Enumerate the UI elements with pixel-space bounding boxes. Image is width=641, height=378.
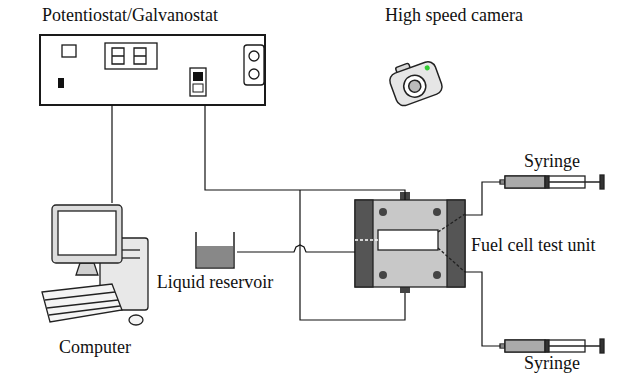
syringe-icon [500, 175, 604, 189]
potentiostat-device [193, 84, 203, 92]
potentiostat-box: Potentiostat/Galvanostat [40, 35, 265, 105]
potentiostat-device [134, 48, 146, 64]
fuel-cell-unit [355, 192, 465, 293]
node-label: Liquid reservoir [157, 273, 273, 293]
potentiostat-device [249, 69, 259, 79]
potentiostat-device [190, 68, 206, 96]
fuel-cell-unit [378, 230, 438, 250]
syringe-box: Syringe [505, 176, 612, 189]
wire [465, 182, 505, 215]
fuel-cell-unit [438, 214, 465, 272]
computer-icon [129, 315, 143, 325]
computer-icon [49, 306, 120, 315]
beaker [196, 232, 234, 268]
fuel-cell-unit [433, 208, 441, 216]
camera-icon [407, 79, 422, 94]
wire [205, 105, 405, 200]
camera-icon [386, 55, 444, 108]
syringe-icon [549, 181, 600, 182]
fuel-cell-unit [355, 200, 465, 287]
wire [237, 245, 355, 252]
beaker [197, 246, 233, 267]
computer-icon [58, 211, 116, 255]
syringe-icon [505, 176, 545, 188]
fuel-cell-unit [400, 287, 410, 293]
fuel-cell-unit [379, 271, 387, 279]
computer-icon [42, 284, 122, 322]
computer-icon [52, 205, 122, 263]
node-label: Potentiostat/Galvanostat [42, 6, 218, 26]
camera-box: High speed camera [388, 52, 442, 112]
fuel-cell-box: Fuel cell test unit [355, 200, 465, 287]
wire [111, 105, 112, 203]
computer-icon [47, 300, 118, 308]
reservoir-box: Liquid reservoir [195, 232, 237, 272]
node-label: Syringe [524, 354, 580, 374]
fuel-cell-unit [379, 208, 387, 216]
fuel-cell-unit [447, 200, 465, 287]
syringe-box: Syringe [505, 340, 612, 353]
node-label: Syringe [524, 152, 580, 172]
wire-branch [300, 190, 405, 320]
syringe-icon [549, 345, 600, 346]
potentiostat-device [244, 45, 264, 85]
computer-icon [76, 263, 98, 275]
camera-icon [401, 72, 429, 100]
potentiostat-device [58, 78, 64, 88]
potentiostat-device [193, 72, 203, 81]
potentiostat-device [112, 48, 124, 64]
syringe-icon [505, 340, 545, 352]
syringe-icon [600, 175, 604, 189]
wire [465, 272, 505, 346]
camera-icon [424, 65, 430, 71]
computer-icon [45, 292, 115, 300]
syringe-icon [500, 339, 604, 353]
fuel-cell-unit [355, 239, 378, 240]
potentiostat-device [249, 51, 259, 61]
potentiostat-device [40, 35, 265, 105]
computer-box: Computer [38, 203, 152, 331]
potentiostat-device [40, 35, 265, 105]
syringe-icon [600, 339, 604, 353]
computer-icon [42, 205, 148, 325]
fuel-cell-unit [355, 200, 373, 287]
syringe-icon [545, 340, 549, 352]
fuel-cell-unit [433, 271, 441, 279]
node-label: Fuel cell test unit [471, 236, 595, 256]
camera-icon [388, 59, 445, 107]
node-label: Computer [59, 338, 131, 358]
node-label: High speed camera [385, 6, 523, 26]
syringe-icon [545, 176, 549, 188]
beaker [196, 232, 234, 268]
potentiostat-device [62, 45, 76, 57]
potentiostat-device [105, 43, 157, 69]
